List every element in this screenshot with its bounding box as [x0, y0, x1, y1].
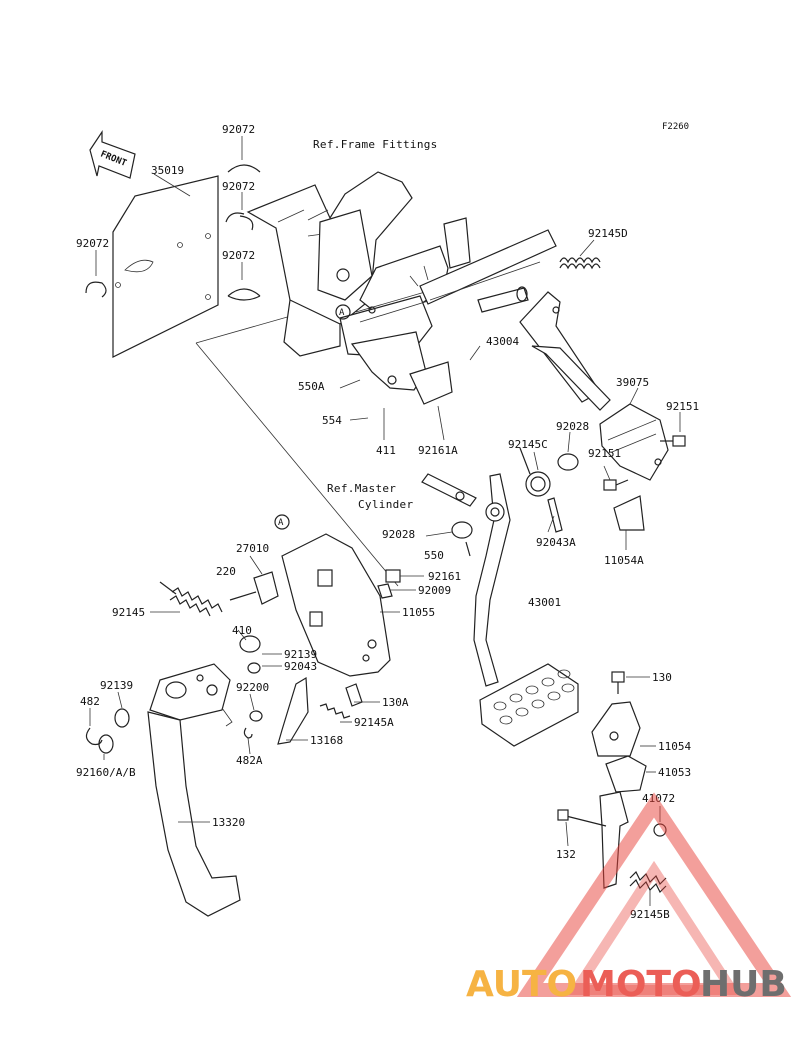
- part-label: 92043: [284, 660, 317, 673]
- washer-92200: [249, 710, 263, 722]
- front-arrow-icon: FRONT: [89, 130, 136, 179]
- part-label: 43004: [486, 335, 519, 348]
- arm-43004: [519, 291, 611, 411]
- part-label: 92072: [222, 249, 255, 262]
- lever-13168: [277, 676, 309, 745]
- bolt-130a: [345, 683, 363, 707]
- part-label: 550: [424, 549, 444, 562]
- part-label: 11055: [402, 606, 435, 619]
- spring-92145c: [519, 447, 551, 497]
- spring-92145d: [559, 257, 601, 270]
- watermark-auto: AUTO: [466, 964, 577, 1005]
- part-label: 132: [556, 848, 576, 861]
- part-label: 92145D: [588, 227, 628, 240]
- part-label: 130: [652, 671, 672, 684]
- bracket-11054a: [613, 495, 645, 531]
- part-label: 92028: [556, 420, 589, 433]
- cross-shaft: [419, 217, 557, 313]
- part-label: 27010: [236, 542, 269, 555]
- part-label: 482: [80, 695, 100, 708]
- ref-frame-fittings: Ref.Frame Fittings: [313, 138, 438, 151]
- pin-92043a: [547, 497, 563, 533]
- part-label: 411: [376, 444, 396, 457]
- ref-master-line1: Ref.Master: [327, 482, 396, 495]
- part-labels: 92072 35019 92072 92072 92072 92145D 430…: [76, 123, 699, 921]
- part-label: 41053: [658, 766, 691, 779]
- bushing-92028-upper: [557, 453, 579, 471]
- part-label: 92028: [382, 528, 415, 541]
- part-label: 39075: [616, 376, 649, 389]
- part-label: 410: [232, 624, 252, 637]
- clip-92072: [85, 164, 261, 301]
- callout-a-upper: A: [339, 308, 345, 318]
- part-label: 554: [322, 414, 342, 427]
- part-label: 43001: [528, 596, 561, 609]
- spring-92145a: [319, 703, 351, 719]
- part-label: 92161: [428, 570, 461, 583]
- part-label: 92072: [76, 237, 109, 250]
- part-label: 130A: [382, 696, 409, 709]
- part-label: 220: [216, 565, 236, 578]
- watermark-logo: AUTO MOTO HUB: [466, 792, 792, 1005]
- screw-220: [229, 591, 257, 601]
- part-label: 482A: [236, 754, 263, 767]
- part-label: 92145B: [630, 908, 670, 921]
- clip-482a: [243, 727, 253, 739]
- watermark-moto: MOTO: [580, 964, 702, 1005]
- pin-92043: [247, 662, 261, 674]
- part-label: 13320: [212, 816, 245, 829]
- cotter-550: [465, 541, 471, 557]
- bushing-92028-lower: [451, 521, 473, 539]
- part-label: 11054: [658, 740, 691, 753]
- housing-39075: [599, 403, 669, 481]
- washer-92139: [114, 708, 130, 728]
- callout-a-lower: A: [278, 518, 284, 528]
- cover-plate-35019: [112, 175, 219, 358]
- part-label: 35019: [151, 164, 184, 177]
- washer-92160: [98, 734, 114, 754]
- watermark-hub: HUB: [700, 964, 787, 1005]
- part-label: 92072: [222, 123, 255, 136]
- part-label: 92151: [666, 400, 699, 413]
- part-label: 92200: [236, 681, 269, 694]
- bracket-11055: A: [274, 514, 391, 677]
- figure-code: F2260: [662, 122, 689, 132]
- part-label: 92145: [112, 606, 145, 619]
- part-label: 92151: [588, 447, 621, 460]
- part-label: 92043A: [536, 536, 576, 549]
- spring-92145: [159, 581, 223, 617]
- bolt-92009: [377, 583, 393, 599]
- part-label: 92145C: [508, 438, 548, 451]
- part-label: 92161A: [418, 444, 458, 457]
- frame-mount-assembly: A: [246, 171, 453, 405]
- part-label: 92009: [418, 584, 451, 597]
- clutch-pedal-13320: [147, 663, 241, 917]
- part-label: 92072: [222, 180, 255, 193]
- brake-pedal-43001: [473, 473, 579, 747]
- clip-482: [85, 727, 103, 746]
- part-label: 92145A: [354, 716, 394, 729]
- part-label: 550A: [298, 380, 325, 393]
- part-label: 92139: [284, 648, 317, 661]
- master-cylinder-rod: [421, 473, 477, 507]
- part-label: 92160/A/B: [76, 766, 136, 779]
- part-label: 11054A: [604, 554, 644, 567]
- ref-master-line2: Cylinder: [358, 498, 413, 511]
- switch-27010: [253, 571, 279, 605]
- bushing-410: [239, 635, 261, 653]
- part-label: 13168: [310, 734, 343, 747]
- nut-92161: [385, 569, 401, 583]
- part-label: 92139: [100, 679, 133, 692]
- leader-lines: [89, 136, 681, 906]
